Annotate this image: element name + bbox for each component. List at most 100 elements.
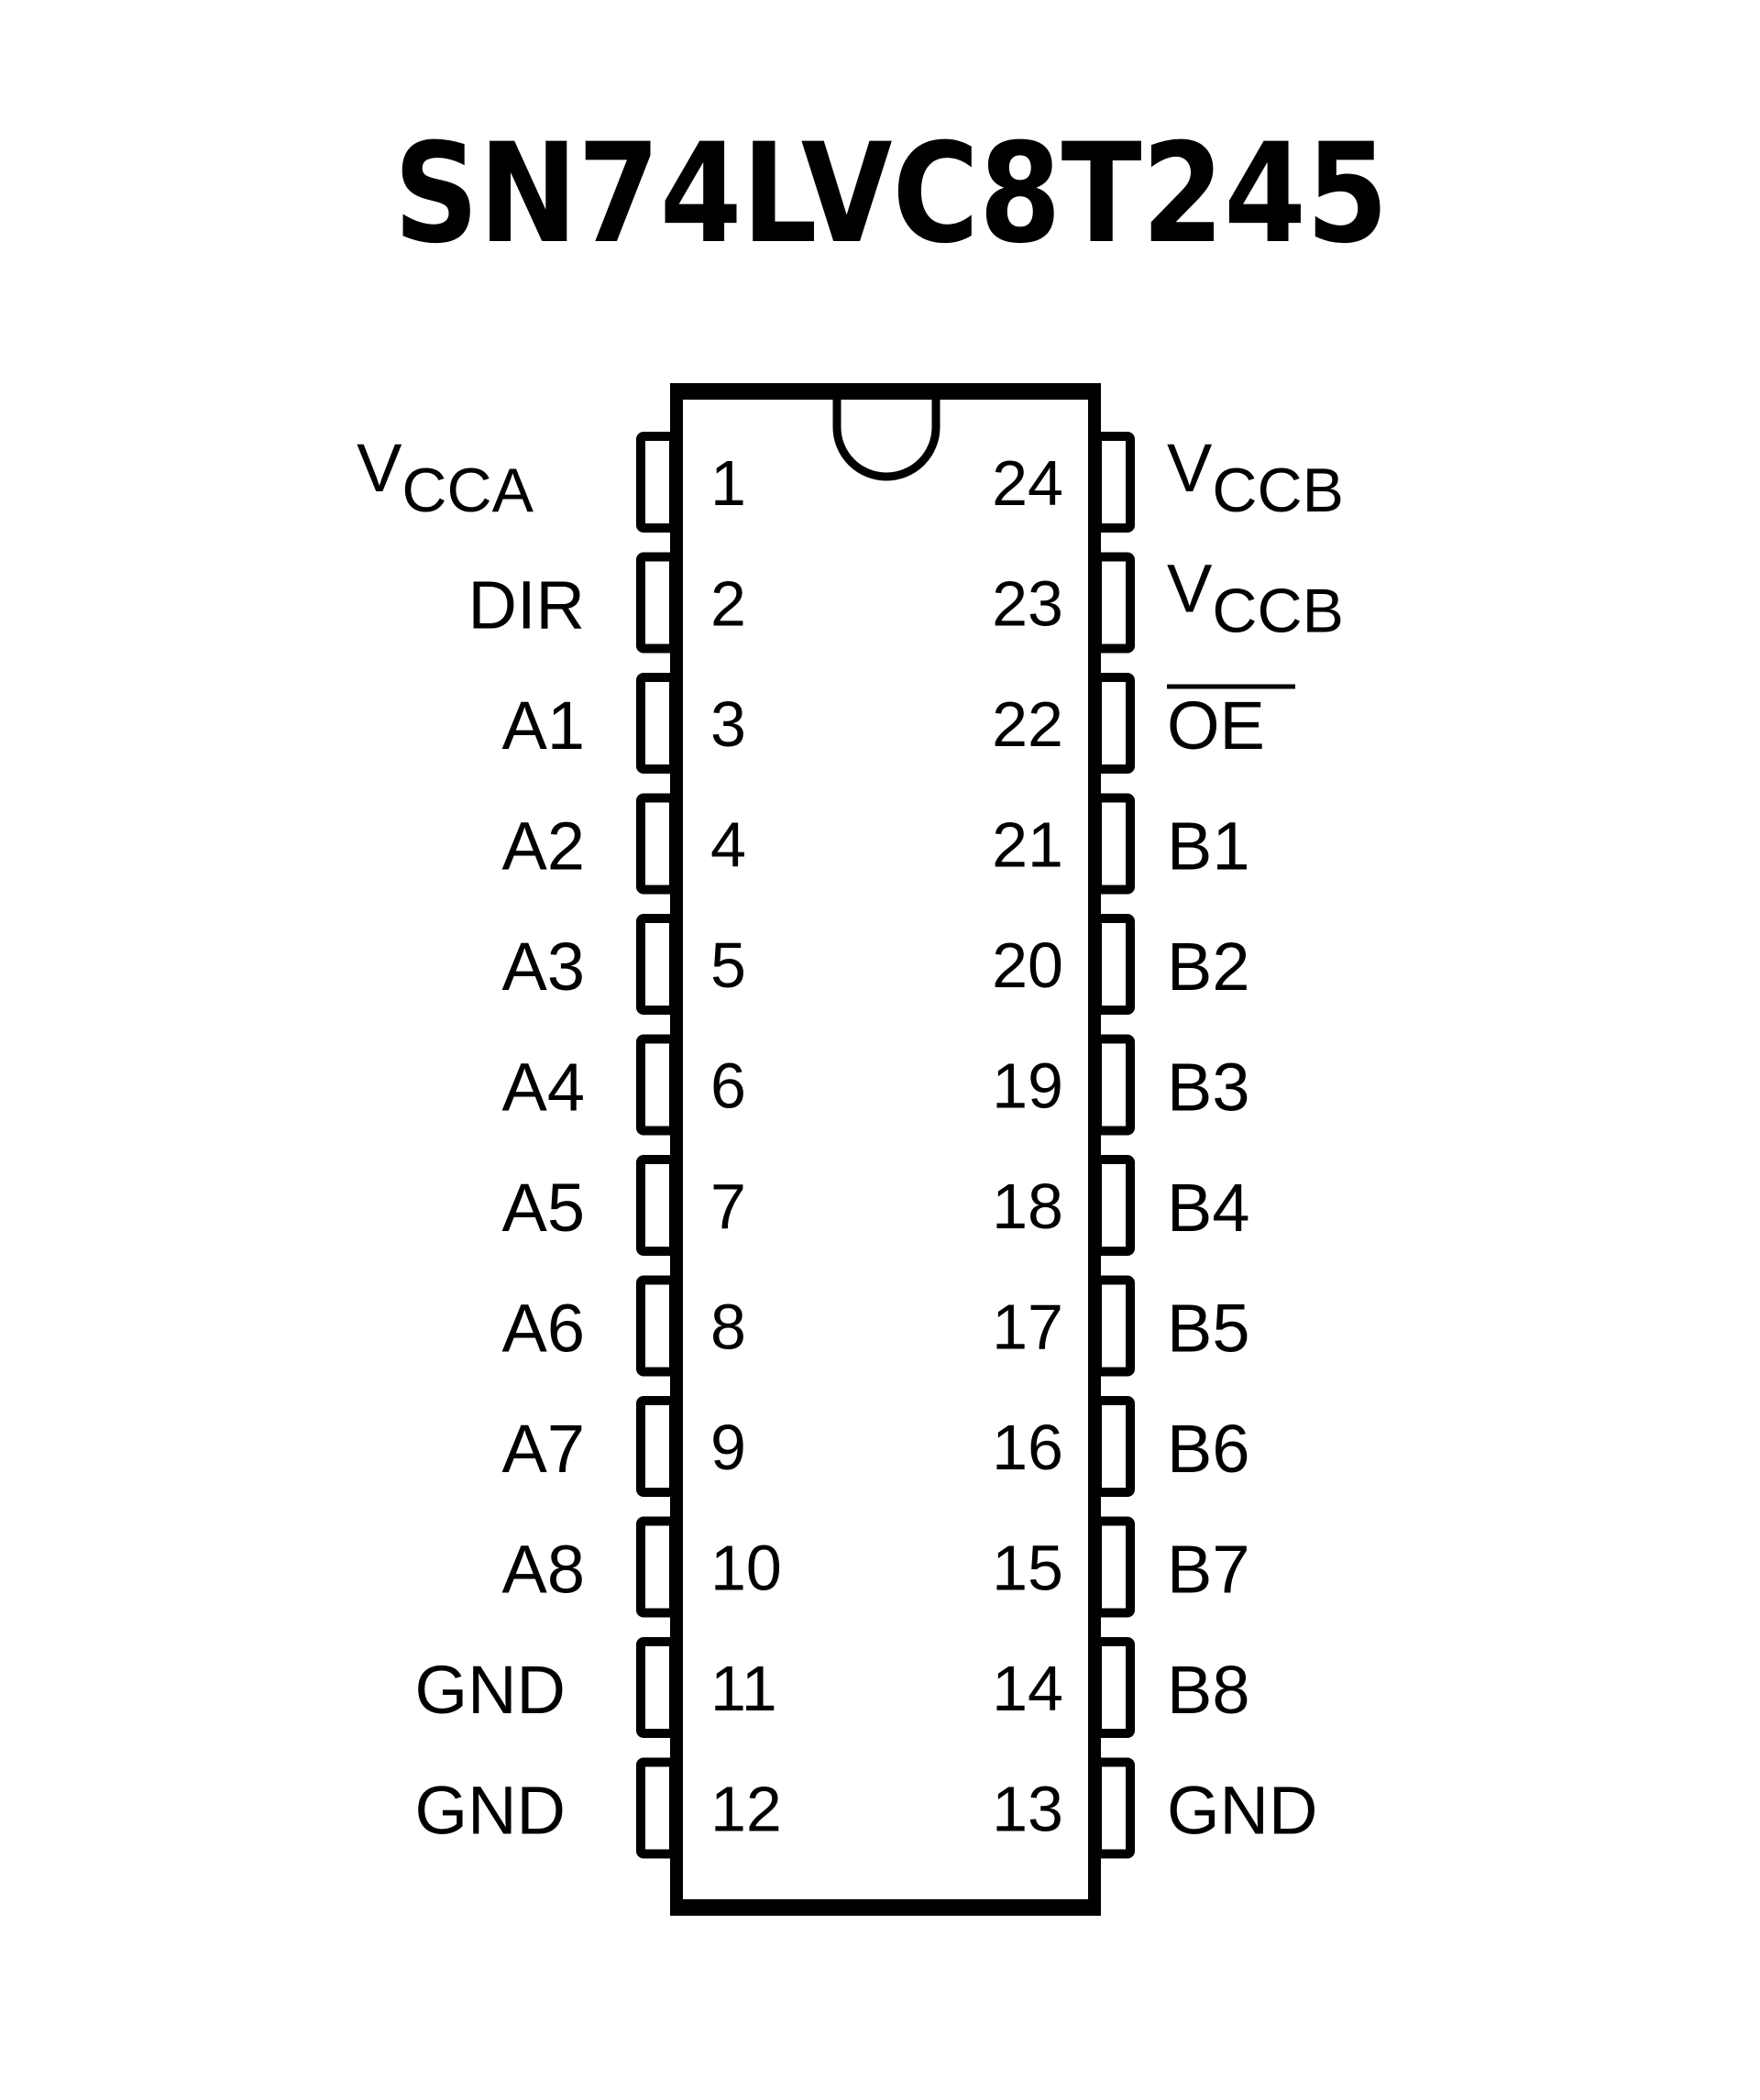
left-pin-label: A5 (501, 1170, 585, 1246)
left-pin-lead (636, 1155, 678, 1256)
pin-name-main: A5 (501, 1170, 585, 1246)
left-pin-lead (636, 1396, 678, 1497)
right-pin-number: 20 (992, 929, 1063, 1001)
pin-name-main: GND (415, 1773, 566, 1849)
pin-name-subscript: CCB (1212, 577, 1344, 646)
right-pin-lead (1093, 1396, 1135, 1497)
right-pin-number: 24 (992, 447, 1063, 519)
left-pin-number: 1 (710, 447, 746, 519)
pin-name-subscript: CCB (1212, 456, 1344, 525)
right-pin-lead (1093, 1034, 1135, 1136)
left-pin-label: GND (415, 1652, 566, 1728)
pin-name-main: GND (1167, 1773, 1317, 1849)
left-pin-label: A4 (501, 1050, 585, 1126)
left-pin-lead (636, 793, 678, 895)
left-pin-number: 7 (710, 1171, 746, 1242)
right-pin-label: B7 (1167, 1532, 1250, 1608)
left-pin-number: 6 (710, 1050, 746, 1122)
pin-name-main: B7 (1167, 1532, 1250, 1608)
pin-name-main: B3 (1167, 1050, 1250, 1126)
pin-name-main: OE (1167, 687, 1265, 764)
pin-name-main: B5 (1167, 1291, 1250, 1367)
right-pin-label: B5 (1167, 1291, 1250, 1367)
pin-name-main: A8 (501, 1532, 585, 1608)
right-pin-number: 13 (992, 1774, 1063, 1845)
pin-name-main: A4 (501, 1050, 585, 1126)
left-pin-label: DIR (468, 567, 585, 643)
left-pin-number: 4 (710, 809, 746, 881)
right-pin-number: 22 (992, 688, 1063, 760)
right-pin-label: B2 (1167, 929, 1250, 1005)
left-pin-lead (636, 552, 678, 654)
pin-name-main: B4 (1167, 1170, 1250, 1246)
left-pin-label: A6 (501, 1291, 585, 1367)
left-pin-number: 2 (710, 568, 746, 640)
right-pin-lead (1093, 673, 1135, 774)
right-pin-number: 19 (992, 1050, 1063, 1122)
right-pin-number: 17 (992, 1292, 1063, 1363)
right-pin-label: B8 (1167, 1652, 1250, 1728)
left-pin-number: 11 (710, 1653, 777, 1724)
pin-name-main: A1 (501, 687, 585, 764)
left-pin-number: 9 (710, 1412, 746, 1483)
left-pin-number: 10 (710, 1533, 782, 1604)
left-pin-label: A2 (501, 808, 585, 885)
right-pin-label: B1 (1167, 808, 1250, 885)
right-pin-lead (1093, 793, 1135, 895)
pin-name-subscript: CCA (402, 456, 534, 525)
chip-title: SN74LVC8T245 (394, 115, 1389, 274)
left-pin-label: VCCA (357, 430, 534, 525)
left-pin-label: A7 (501, 1411, 585, 1487)
left-pin-lead (636, 1034, 678, 1136)
pin-name-main: V (1167, 551, 1213, 627)
pin1-notch (832, 400, 940, 481)
left-pin-label: A1 (501, 687, 585, 764)
chip-body-bottom-edge (670, 1899, 1101, 1916)
pin-name-main: B1 (1167, 808, 1250, 885)
pin-name-main: GND (415, 1652, 566, 1728)
right-pin-lead (1093, 1757, 1135, 1859)
right-pin-label: VCCB (1167, 430, 1344, 525)
right-pin-label: B6 (1167, 1411, 1250, 1487)
left-pin-lead (636, 673, 678, 774)
right-pin-lead (1093, 914, 1135, 1015)
right-pin-number: 21 (992, 809, 1063, 881)
left-pin-label: A3 (501, 929, 585, 1005)
pin-name-main: B8 (1167, 1652, 1250, 1728)
left-pin-lead (636, 1637, 678, 1738)
chip-body-top-edge (670, 383, 1101, 400)
left-pin-lead (636, 1757, 678, 1859)
right-pin-label: B4 (1167, 1170, 1250, 1246)
right-pin-lead (1093, 1155, 1135, 1256)
right-pin-number: 16 (992, 1412, 1063, 1483)
right-pin-label: GND (1167, 1773, 1317, 1849)
pin-name-main: DIR (468, 567, 585, 643)
right-pin-lead (1093, 552, 1135, 654)
right-pin-lead (1093, 1516, 1135, 1618)
pin-name-main: A6 (501, 1291, 585, 1367)
pin-name-main: V (357, 430, 402, 506)
pin-name-main: A7 (501, 1411, 585, 1487)
left-pin-lead (636, 1275, 678, 1377)
left-pin-number: 8 (710, 1292, 746, 1363)
right-pin-lead (1093, 1275, 1135, 1377)
right-pin-lead (1093, 432, 1135, 533)
pin-name-main: B2 (1167, 929, 1250, 1005)
left-pin-label: A8 (501, 1532, 585, 1608)
left-pin-number: 5 (710, 929, 746, 1001)
pin-name-main: V (1167, 430, 1213, 506)
labels-group: 1VCCA2DIR3A14A25A36A47A58A69A710A811GND1… (357, 430, 1344, 1849)
right-pin-lead (1093, 1637, 1135, 1738)
left-pin-number: 12 (710, 1774, 782, 1845)
right-pin-number: 23 (992, 568, 1063, 640)
left-pin-lead (636, 1516, 678, 1618)
right-pin-label: VCCB (1167, 551, 1344, 646)
right-pin-number: 18 (992, 1171, 1063, 1242)
pin-name-main: A2 (501, 808, 585, 885)
chip-body (670, 385, 1101, 1914)
right-pin-label: B3 (1167, 1050, 1250, 1126)
right-pin-label: OE (1167, 687, 1265, 764)
pin-name-main: B6 (1167, 1411, 1250, 1487)
left-pin-lead (636, 914, 678, 1015)
